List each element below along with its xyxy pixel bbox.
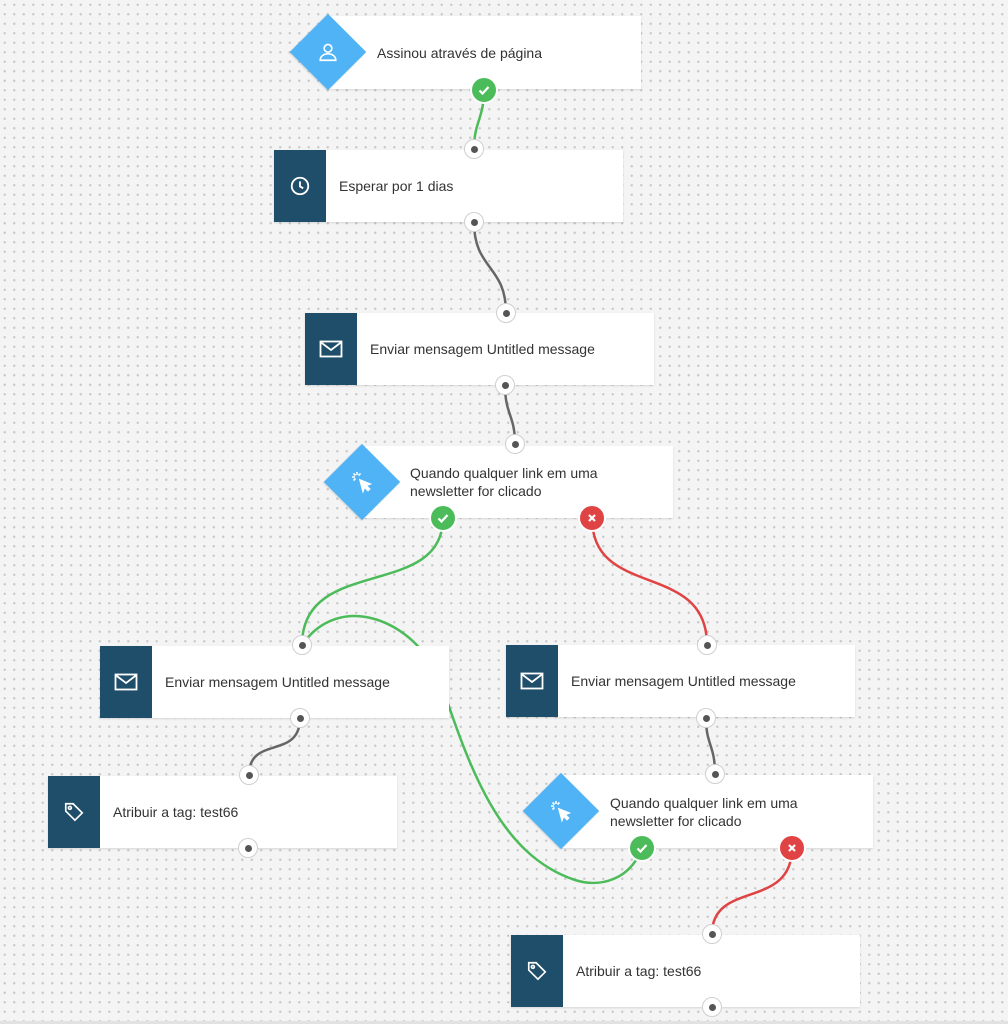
trigger-diamond[interactable] [289, 13, 367, 91]
input-port[interactable] [697, 635, 717, 655]
wire-wait-to-send1 [472, 221, 508, 314]
assign-tag-node-left[interactable]: Atribuir a tag: test66 [48, 776, 397, 848]
wait-node[interactable]: Esperar por 1 dias [274, 150, 623, 222]
trigger-node-subscribed[interactable]: Assinou através de página [330, 16, 641, 89]
input-port[interactable] [702, 924, 722, 944]
wire-cond1-no-to-send-right [590, 517, 709, 646]
input-port[interactable] [496, 303, 516, 323]
send-message-node-left[interactable]: Enviar mensagem Untitled message [100, 646, 449, 718]
x-icon [788, 844, 796, 852]
input-port[interactable] [464, 139, 484, 159]
label-line: newsletter for clicado [410, 483, 542, 499]
tag-icon [64, 802, 84, 822]
send-message-node[interactable]: Enviar mensagem Untitled message [305, 313, 654, 385]
wire-cond2-yes-loop [300, 615, 644, 885]
output-port[interactable] [238, 838, 258, 858]
node-label: Esperar por 1 dias [339, 178, 454, 194]
cursor-click-icon [551, 801, 572, 823]
wire-cond2-no-to-tag-bottom [710, 847, 794, 935]
condition-diamond[interactable] [323, 443, 401, 521]
send-message-node-right[interactable]: Enviar mensagem Untitled message [506, 645, 855, 717]
wire-cond1-yes-to-send-left [300, 517, 445, 646]
assign-tag-node-bottom[interactable]: Atribuir a tag: test66 [511, 935, 860, 1007]
envelope-icon [114, 673, 138, 691]
wire-send-left-to-tag-left [247, 717, 302, 776]
output-port[interactable] [702, 997, 722, 1017]
label-line: Quando qualquer link em uma [610, 794, 798, 811]
node-label: Quando qualquer link em uma newsletter f… [610, 775, 798, 848]
node-label: Atribuir a tag: test66 [576, 963, 702, 979]
condition-node-link-clicked[interactable]: Quando qualquer link em uma newsletter f… [362, 446, 673, 518]
input-port[interactable] [292, 635, 312, 655]
node-label: Enviar mensagem Untitled message [571, 673, 796, 689]
condition-diamond[interactable] [522, 772, 600, 850]
condition-node-link-clicked-2[interactable]: Quando qualquer link em uma newsletter f… [562, 775, 873, 848]
output-port[interactable] [495, 375, 515, 395]
tag-icon [527, 961, 547, 981]
envelope-icon [520, 672, 544, 690]
output-port[interactable] [464, 212, 484, 232]
node-label: Assinou através de página [377, 44, 542, 61]
x-icon [588, 514, 596, 522]
user-icon [319, 43, 337, 62]
node-label: Atribuir a tag: test66 [113, 804, 239, 820]
node-label: Enviar mensagem Untitled message [370, 341, 595, 357]
input-port[interactable] [505, 434, 525, 454]
node-label: Quando qualquer link em uma newsletter f… [410, 446, 598, 518]
output-port[interactable] [696, 708, 716, 728]
yes-connector[interactable] [472, 78, 496, 102]
canvas-bottom-edge [0, 1021, 1008, 1024]
yes-connector[interactable] [431, 506, 455, 530]
cursor-click-icon [352, 472, 373, 494]
input-port[interactable] [239, 765, 259, 785]
check-icon [636, 844, 648, 854]
check-icon [478, 86, 490, 96]
no-connector[interactable] [780, 836, 804, 860]
no-connector[interactable] [580, 506, 604, 530]
clock-icon [290, 176, 310, 196]
yes-connector[interactable] [630, 836, 654, 860]
input-port[interactable] [705, 764, 725, 784]
label-line: Quando qualquer link em uma [410, 465, 598, 481]
envelope-icon [319, 340, 343, 358]
check-icon [437, 514, 449, 524]
label-line: newsletter for clicado [610, 812, 742, 829]
node-label: Enviar mensagem Untitled message [165, 674, 390, 690]
output-port[interactable] [290, 708, 310, 728]
